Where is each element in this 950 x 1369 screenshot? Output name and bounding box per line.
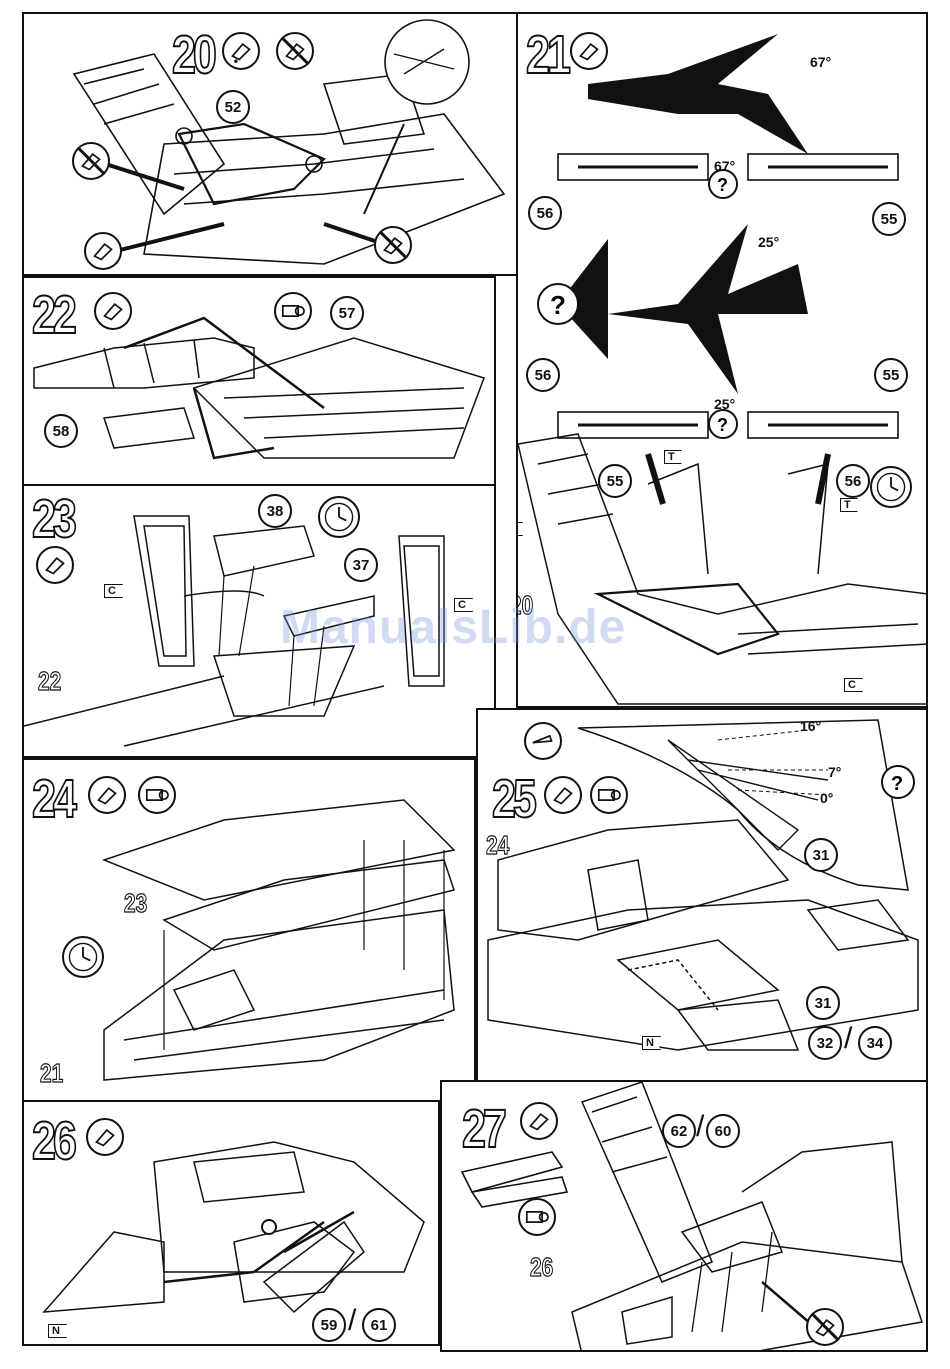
- step-ref-22: 22: [38, 666, 61, 697]
- no-glue-icon: [72, 142, 110, 180]
- part-callout-56: 56: [526, 358, 560, 392]
- svg-text:?: ?: [891, 773, 903, 795]
- part-callout-55: 55: [872, 202, 906, 236]
- step-25-panel: 25 ? 16° 7° 0° 31 31 32 / 34 24 N: [476, 708, 928, 1102]
- step-ref-21: 21: [40, 1058, 63, 1089]
- step-ref-26: 26: [530, 1252, 553, 1283]
- step-27-panel: 27 62 / 60 26: [440, 1080, 928, 1352]
- step-26-panel: 26 59 / 61 N: [22, 1100, 440, 1346]
- step-ref-24: 24: [486, 830, 509, 861]
- tilt-angle-label: 16°: [800, 718, 821, 734]
- part-callout-57: 57: [330, 296, 364, 330]
- part-callout-56: 56: [836, 464, 870, 498]
- part-separator: /: [696, 1110, 704, 1144]
- part-callout-37: 37: [344, 548, 378, 582]
- part-callout-32: 32: [808, 1026, 842, 1060]
- wing-angle-label: 25°: [758, 234, 779, 250]
- part-separator: /: [844, 1022, 852, 1056]
- glue-tube-icon: [84, 232, 122, 270]
- step-24-panel: 24 23 21: [22, 758, 476, 1102]
- svg-text:?: ?: [550, 290, 566, 320]
- step-22-drawing: [24, 278, 496, 486]
- part-callout-31: 31: [806, 986, 840, 1020]
- drying-time-clock-icon: [318, 496, 360, 538]
- part-callout-62: 62: [662, 1114, 696, 1148]
- part-separator: /: [348, 1304, 356, 1338]
- part-callout-55: 55: [598, 464, 632, 498]
- tilt-angle-label: 0°: [820, 790, 833, 806]
- part-callout-61: 61: [362, 1308, 396, 1342]
- wing-angle-label: 67°: [714, 158, 735, 174]
- drying-time-clock-icon: [870, 466, 912, 508]
- watermark: ManualsLib.de: [280, 600, 626, 655]
- no-glue-icon: [374, 226, 412, 264]
- part-callout-56: 56: [528, 196, 562, 230]
- wing-angle-label: 67°: [810, 54, 831, 70]
- svg-text:?: ?: [717, 415, 728, 435]
- drying-time-clock-icon: [62, 936, 104, 978]
- tilt-angle-label: 7°: [828, 764, 841, 780]
- part-callout-52: 52: [216, 90, 250, 124]
- svg-text:?: ?: [717, 175, 728, 195]
- step-20-panel: 20 52: [22, 12, 518, 276]
- part-callout-31: 31: [804, 838, 838, 872]
- wing-angle-label: 25°: [714, 396, 735, 412]
- step-24-drawing: [24, 760, 476, 1102]
- step-ref-23: 23: [124, 888, 147, 919]
- part-callout-58: 58: [44, 414, 78, 448]
- part-callout-60: 60: [706, 1114, 740, 1148]
- part-callout-38: 38: [258, 494, 292, 528]
- step-22-panel: 22 57 58: [22, 276, 496, 486]
- no-glue-icon: [806, 1308, 844, 1346]
- part-callout-59: 59: [312, 1308, 346, 1342]
- part-callout-55: 55: [874, 358, 908, 392]
- part-callout-34: 34: [858, 1026, 892, 1060]
